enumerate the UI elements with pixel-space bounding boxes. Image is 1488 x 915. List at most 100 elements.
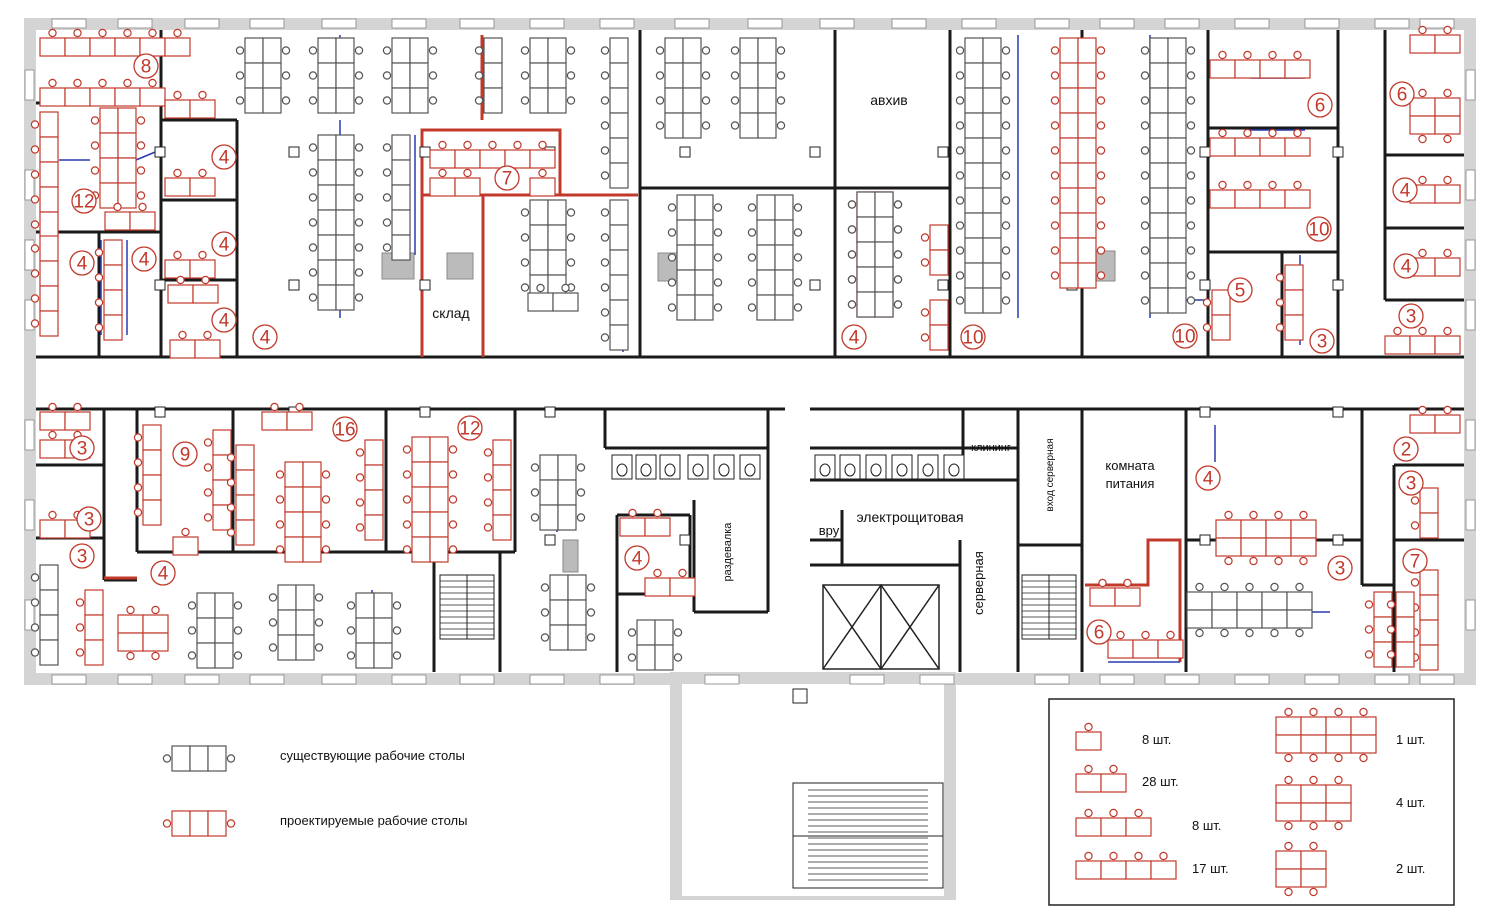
seat-count-value: 3 [1406, 307, 1417, 328]
window [1164, 674, 1200, 685]
desk-cluster [164, 168, 216, 197]
column [544, 406, 556, 418]
legend-planned-label: проектируемые рабочие столы [280, 813, 467, 828]
seat-count-value: 6 [1315, 96, 1326, 117]
desk-cluster [1209, 128, 1311, 157]
interior-walls-south [36, 409, 1464, 672]
toilet-icon [718, 463, 730, 477]
window [1034, 18, 1070, 29]
desk-cluster [261, 402, 313, 431]
legend-existing-desk-icon [162, 745, 236, 772]
window [321, 674, 357, 685]
desk-cluster [30, 235, 59, 337]
room-vru: вру [819, 523, 840, 538]
seat-count-marker: 9 [172, 441, 198, 467]
elevator-shafts [822, 584, 940, 670]
interior-walls [36, 30, 1464, 357]
desk-cluster [402, 436, 458, 563]
window [1465, 419, 1476, 451]
desk-cluster [90, 107, 146, 209]
window [1465, 499, 1476, 531]
window [1164, 18, 1200, 29]
legend-desk-5 [1275, 707, 1377, 763]
column [154, 146, 166, 158]
seat-count-marker: 3 [1309, 328, 1335, 354]
window [1374, 18, 1410, 29]
legend-count-3: 8 шт. [1192, 818, 1221, 833]
seat-count-marker: 6 [1307, 92, 1333, 118]
window [1419, 674, 1455, 685]
window [1465, 599, 1476, 631]
desk-cluster [94, 239, 123, 341]
seat-count-marker: 10 [960, 324, 986, 350]
small-staircases [439, 574, 1077, 640]
toilet-icon [948, 463, 960, 477]
seat-count-value: 3 [77, 439, 88, 460]
desk-cluster [203, 429, 232, 531]
column [679, 534, 691, 546]
window [1304, 674, 1340, 685]
toilet-booths [611, 454, 965, 480]
legend-count-4: 17 шт. [1192, 861, 1229, 876]
column [154, 406, 166, 418]
seat-count-value: 3 [1335, 559, 1346, 580]
legend-count-7: 2 шт. [1396, 861, 1425, 876]
desk-cluster [520, 37, 576, 114]
seat-count-value: 4 [1401, 257, 1412, 278]
seat-count-marker: 5 [1227, 277, 1253, 303]
desk-cluster [382, 37, 438, 114]
seat-count-marker: 4 [1393, 253, 1419, 279]
desk-cluster [30, 564, 59, 666]
seat-count-marker: 3 [76, 506, 102, 532]
window [1099, 18, 1135, 29]
room-server-entry: вход серверная [1045, 438, 1056, 511]
desk-cluster [530, 454, 586, 531]
desk-cluster [627, 619, 683, 671]
window [249, 18, 285, 29]
desk-cluster [235, 37, 291, 114]
desk-cluster [172, 527, 199, 556]
window [1419, 18, 1455, 29]
desk-cluster [1107, 630, 1184, 659]
desk-cluster [167, 275, 219, 304]
legend-count-1: 8 шт. [1142, 732, 1171, 747]
window [819, 18, 855, 29]
column [154, 279, 166, 291]
window [599, 18, 635, 29]
window [961, 18, 997, 29]
desk-cluster [520, 199, 576, 301]
column [937, 146, 949, 158]
seat-count-value: 4 [219, 148, 230, 169]
column [937, 279, 949, 291]
window [674, 18, 710, 29]
desk-cluster [75, 589, 104, 666]
seat-count-marker: 10 [1306, 216, 1332, 242]
window [24, 299, 35, 331]
seat-count-value: 7 [1410, 552, 1421, 573]
seat-count-marker: 4 [211, 307, 237, 333]
column [809, 146, 821, 158]
room-storage: склад [432, 305, 469, 321]
legend-left: существующие рабочие столы проектируемые… [162, 745, 467, 837]
seat-count-value: 4 [219, 311, 230, 332]
toilet-icon [922, 463, 934, 477]
seat-count-value: 10 [1308, 220, 1329, 241]
window [24, 499, 35, 531]
window [24, 69, 35, 101]
desk-cluster [1409, 88, 1461, 144]
desk-cluster [164, 28, 191, 57]
window [1034, 674, 1070, 685]
seat-count-marker: 3 [1327, 555, 1353, 581]
legend-planned-desk-icon [162, 810, 236, 837]
seat-count-value: 8 [141, 57, 152, 78]
window [321, 18, 357, 29]
desk-cluster [1140, 37, 1196, 314]
seat-count-marker: 3 [1398, 303, 1424, 329]
window [704, 674, 740, 685]
column [1332, 534, 1344, 546]
column [1199, 406, 1211, 418]
workstations [30, 25, 1461, 671]
window [849, 674, 885, 685]
window [747, 18, 783, 29]
